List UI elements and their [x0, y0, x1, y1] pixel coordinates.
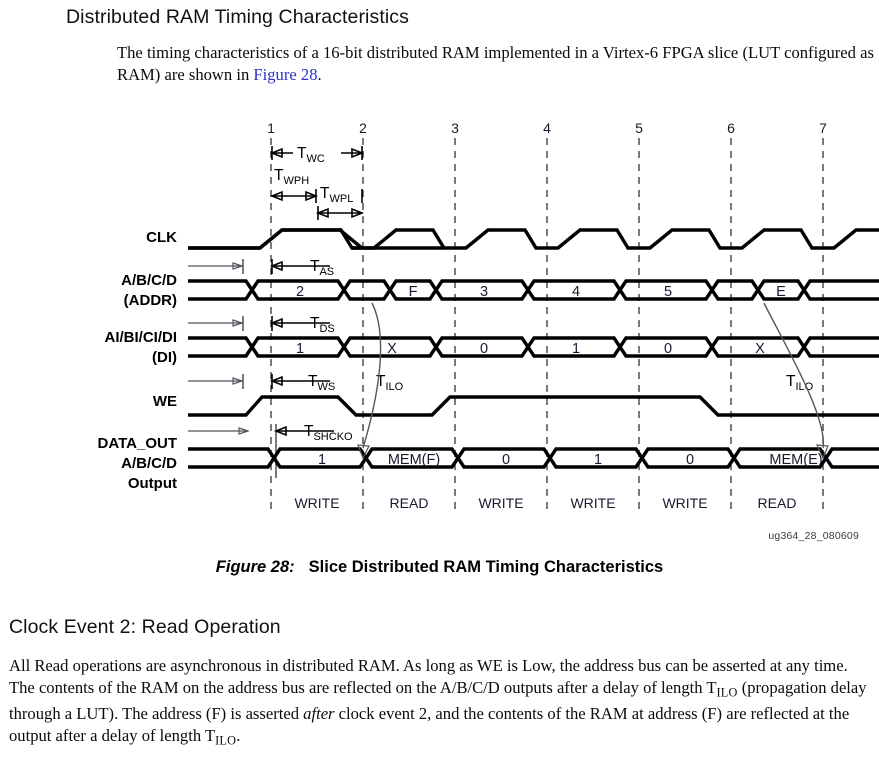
dataout-value-4: 0 — [686, 452, 694, 468]
signal-label-dataout-line3: Output — [128, 475, 177, 492]
intro-text-after: . — [317, 64, 322, 84]
twph-dimension: TWPH — [269, 167, 319, 203]
clock-event-marker-lines — [270, 138, 824, 510]
figure-28-link[interactable]: Figure 28 — [253, 64, 318, 84]
timing-diagram-svg: 1 2 3 4 5 6 7 TWC TWPH TWPL — [98, 120, 879, 511]
addr-value-0: 2 — [296, 284, 304, 300]
signal-label-di-line2: (DI) — [152, 349, 177, 366]
bottom-text-italic: after — [303, 704, 335, 724]
clock-marker-6: 6 — [727, 120, 735, 136]
dataout-value-0: 1 — [318, 452, 326, 468]
signal-label-dataout-line2: A/B/C/D — [121, 455, 177, 472]
tws-label: TWS — [308, 373, 335, 393]
clock-marker-7: 7 — [819, 120, 827, 136]
tds-dimension: TDS — [188, 315, 335, 335]
di-value-1: X — [387, 341, 397, 357]
clock-marker-5: 5 — [635, 120, 643, 136]
dataout-value-2: 0 — [502, 452, 510, 468]
signal-label-addr-line2: (ADDR) — [124, 292, 177, 309]
tilo-subscript-2: ILO — [215, 733, 237, 748]
signal-label-dataout-line1: DATA_OUT — [98, 435, 177, 452]
operation-5: READ — [758, 495, 797, 511]
addr-value-2: 3 — [480, 284, 488, 300]
tas-dimension: TAS — [188, 258, 334, 278]
operation-0: WRITE — [294, 495, 339, 511]
tshcko-label: TSHCKO — [304, 423, 353, 443]
signal-data-out: DATA_OUT A/B/C/D Output TSHCKO 1 MEM(F) … — [98, 423, 879, 492]
addr-value-5: E — [776, 284, 786, 300]
twpl-label: TWPL — [320, 185, 353, 205]
di-value-5: X — [755, 341, 765, 357]
dataout-value-5: MEM(E) — [769, 452, 822, 468]
tilo-subscript-1: ILO — [716, 684, 738, 699]
operation-3: WRITE — [570, 495, 615, 511]
figure-caption-number: Figure 28: — [215, 558, 295, 576]
figure-document-id: ug364_28_080609 — [768, 530, 859, 542]
tws-dimension: TWS — [188, 373, 335, 393]
bottom-text-4: . — [236, 725, 241, 745]
di-value-2: 0 — [480, 341, 488, 357]
tilo-curved-arrows — [357, 302, 829, 460]
tds-label: TDS — [310, 315, 335, 335]
clock-marker-3: 3 — [451, 120, 459, 136]
operation-4: WRITE — [662, 495, 707, 511]
tilo-label-2: TILO — [786, 373, 814, 393]
twph-label: TWPH — [274, 167, 309, 187]
clock-event-heading: Clock Event 2: Read Operation — [9, 616, 281, 638]
di-value-0: 1 — [296, 341, 304, 357]
signal-label-we: WE — [153, 393, 177, 410]
addr-value-4: 5 — [664, 284, 672, 300]
signal-clk: CLK — [146, 228, 879, 250]
timing-diagram-figure: 1 2 3 4 5 6 7 TWC TWPH TWPL — [0, 118, 879, 588]
twpl-dimension: TWPL — [315, 185, 365, 220]
clock-marker-1: 1 — [267, 120, 275, 136]
clock-marker-4: 4 — [543, 120, 551, 136]
dataout-value-1: MEM(F) — [388, 452, 440, 468]
di-value-4: 0 — [664, 341, 672, 357]
signal-label-clk: CLK — [146, 229, 177, 246]
di-value-3: 1 — [572, 341, 580, 357]
operation-2: WRITE — [478, 495, 523, 511]
read-operation-paragraph: All Read operations are asynchronous in … — [9, 655, 871, 752]
operation-labels: WRITE READ WRITE WRITE WRITE READ — [294, 495, 796, 511]
bottom-text-2: (propagation delay through a LUT). The a… — [9, 677, 867, 724]
addr-value-3: 4 — [572, 284, 580, 300]
tas-label: TAS — [310, 258, 334, 278]
signal-we: WE TWS TILO TILO — [153, 373, 879, 417]
twc-dimension: TWC — [269, 142, 365, 165]
intro-text-before: The timing characteristics of a 16-bit d… — [117, 43, 874, 84]
bottom-text-3: clock event 2, and the contents of the R… — [9, 704, 850, 745]
signal-label-addr-line1: A/B/C/D — [121, 272, 177, 289]
dataout-value-3: 1 — [594, 452, 602, 468]
tilo-label-1: TILO — [376, 373, 404, 393]
figure-caption-title: Slice Distributed RAM Timing Characteris… — [308, 558, 664, 576]
intro-paragraph: The timing characteristics of a 16-bit d… — [117, 42, 877, 85]
operation-1: READ — [390, 495, 429, 511]
bottom-text-1: All Read operations are asynchronous in … — [9, 656, 848, 697]
signal-label-di-line1: AI/BI/CI/DI — [104, 329, 177, 346]
clock-event-numbers: 1 2 3 4 5 6 7 — [267, 120, 827, 136]
figure-caption: Figure 28: Slice Distributed RAM Timing C… — [0, 558, 879, 577]
signal-addr: A/B/C/D (ADDR) TAS 2 F 3 4 5 E — [121, 258, 879, 309]
signal-di: AI/BI/CI/DI (DI) TDS 1 X 0 1 0 X — [104, 315, 879, 366]
clock-marker-2: 2 — [359, 120, 367, 136]
page-title: Distributed RAM Timing Characteristics — [66, 6, 409, 28]
addr-value-1: F — [409, 284, 418, 300]
